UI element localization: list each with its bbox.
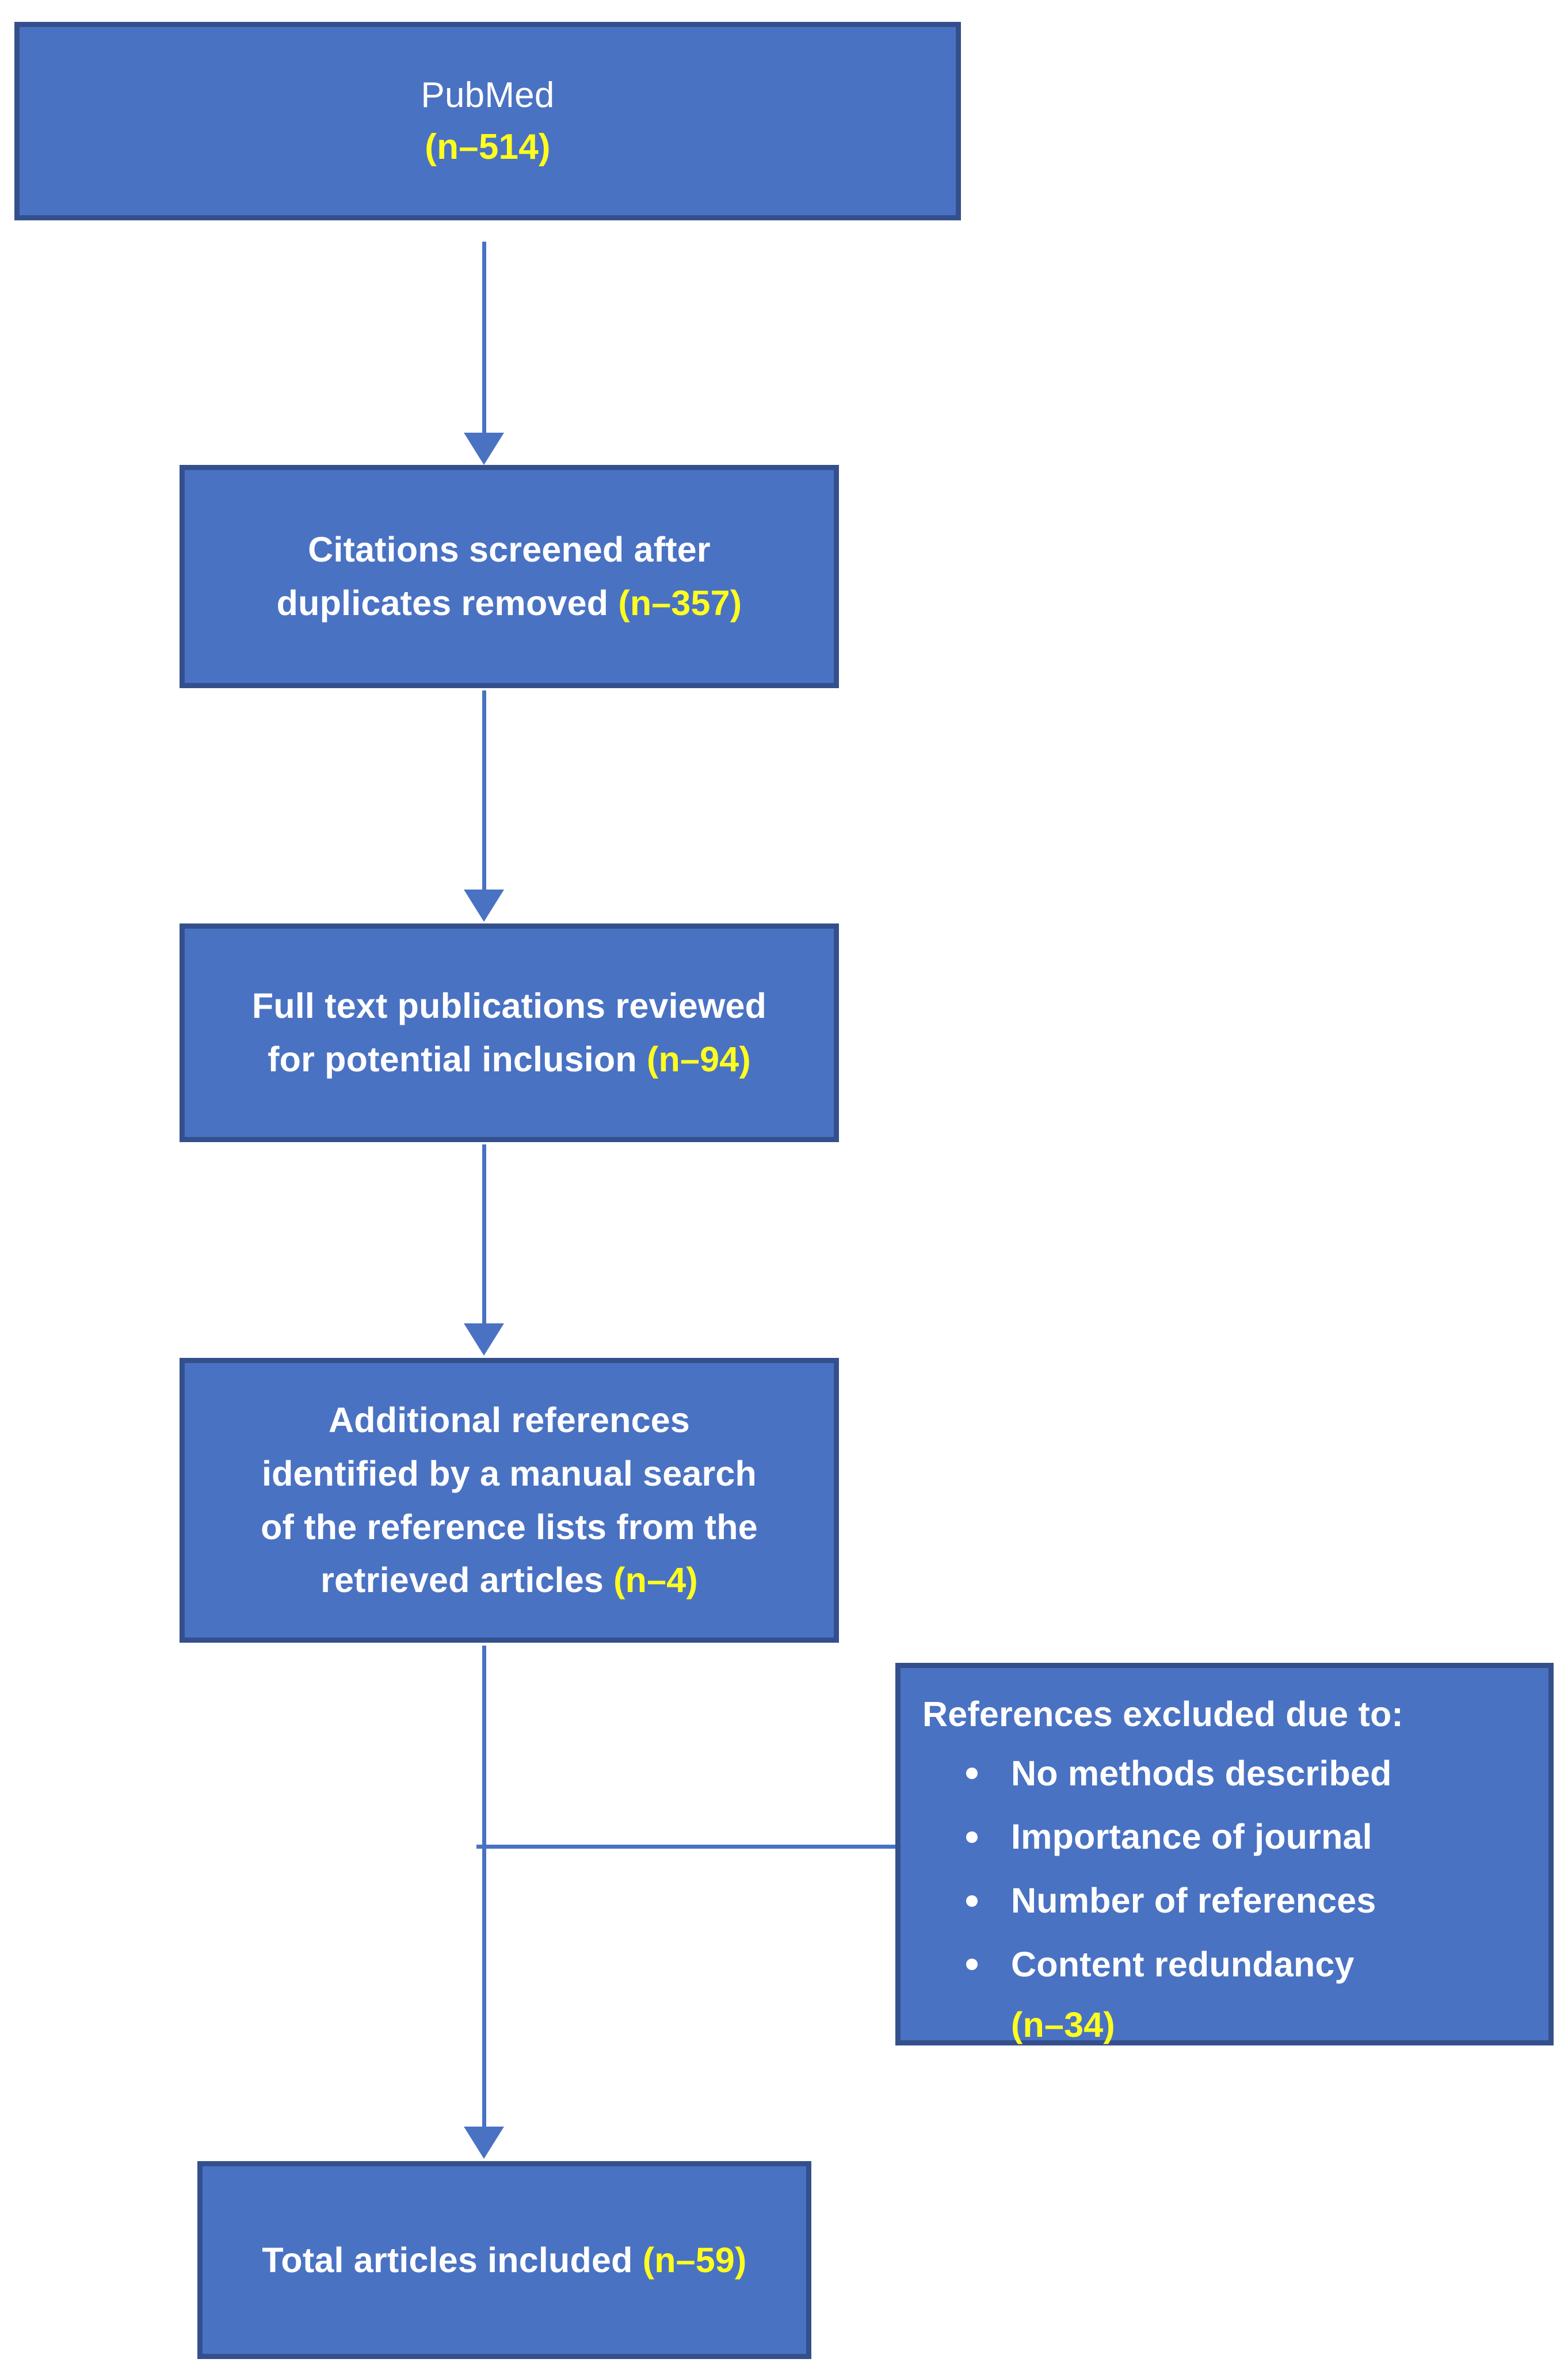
bullet-icon <box>966 1895 978 1907</box>
node-total-articles-included-count: (n–59) <box>642 2240 747 2280</box>
node-total-articles-included: Total articles included (n–59) <box>197 2161 811 2359</box>
arrowhead-additional-to-total <box>464 2127 504 2159</box>
node-references-excluded-heading: References excluded due to: <box>922 1694 1403 1734</box>
node-fulltext-reviewed: Full text publications reviewed for pote… <box>180 923 839 1142</box>
exclusion-reason-label: Number of references <box>1011 1881 1376 1921</box>
exclusion-reason-list: No methods described Importance of journ… <box>901 1747 1548 2002</box>
node-references-excluded-count: (n–34) <box>1011 2005 1115 2044</box>
list-item: Importance of journal <box>962 1810 1548 1864</box>
connector-additional-to-total <box>482 1646 486 2129</box>
exclusion-reason-label: Importance of journal <box>1011 1817 1372 1857</box>
node-additional-references-line1: Additional references <box>329 1400 690 1440</box>
node-citations-screened: Citations screened after duplicates remo… <box>180 465 839 688</box>
node-additional-references-count: (n–4) <box>613 1560 698 1600</box>
exclusion-reason-label: No methods described <box>1011 1753 1392 1793</box>
bullet-icon <box>966 1959 978 1971</box>
node-pubmed: PubMed (n–514) <box>14 22 961 220</box>
node-pubmed-count: (n–514) <box>425 127 551 167</box>
node-pubmed-label: PubMed <box>421 75 555 115</box>
connector-additional-to-excluded <box>476 1845 900 1849</box>
arrowhead-screened-to-fulltext <box>464 890 504 922</box>
bullet-icon <box>966 1831 978 1843</box>
arrowhead-fulltext-to-additional <box>464 1323 504 1356</box>
bullet-icon <box>966 1768 978 1780</box>
node-references-excluded: References excluded due to: No methods d… <box>895 1663 1554 2045</box>
node-fulltext-reviewed-count: (n–94) <box>646 1040 751 1079</box>
node-fulltext-reviewed-line1: Full text publications reviewed <box>251 986 767 1026</box>
node-additional-references-line4: retrieved articles <box>321 1560 614 1600</box>
list-item: No methods described <box>962 1747 1548 1800</box>
node-additional-references-line3: of the reference lists from the <box>261 1507 758 1547</box>
connector-fulltext-to-additional <box>482 1144 486 1326</box>
node-citations-screened-count: (n–357) <box>618 583 742 623</box>
list-item: Number of references <box>962 1874 1548 1928</box>
node-additional-references: Additional references identified by a ma… <box>180 1358 839 1643</box>
list-item: Content redundancy <box>962 1938 1548 1991</box>
node-citations-screened-line1: Citations screened after <box>308 530 711 570</box>
arrowhead-pubmed-to-screened <box>464 433 504 465</box>
exclusion-reason-label: Content redundancy <box>1011 1944 1355 1984</box>
connector-screened-to-fulltext <box>482 690 486 892</box>
connector-pubmed-to-screened <box>482 242 486 435</box>
node-fulltext-reviewed-line2: for potential inclusion <box>268 1040 647 1079</box>
node-citations-screened-line2: duplicates removed <box>276 583 619 623</box>
node-total-articles-included-label: Total articles included <box>262 2240 643 2280</box>
node-additional-references-line2: identified by a manual search <box>261 1453 757 1493</box>
